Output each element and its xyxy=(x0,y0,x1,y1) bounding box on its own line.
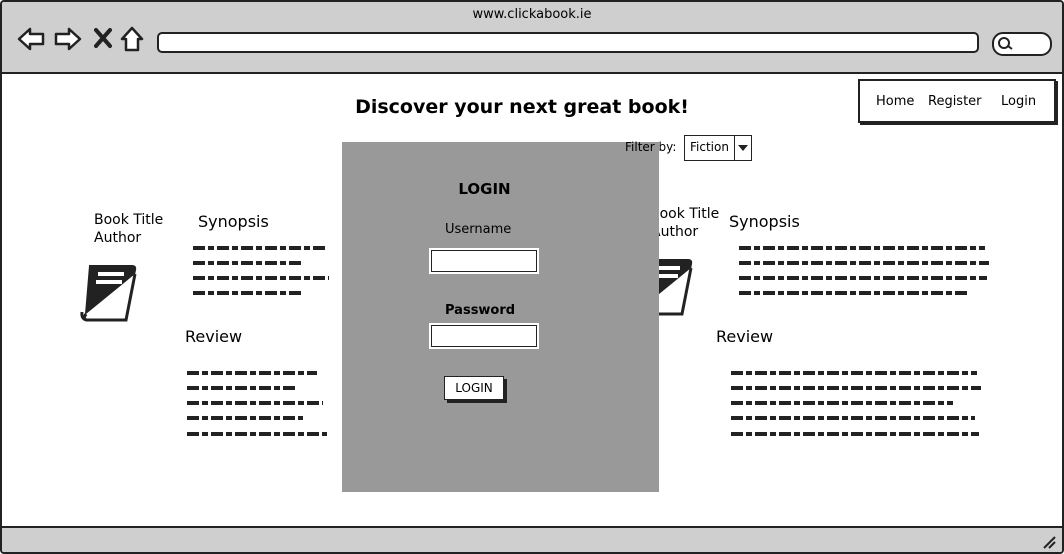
left-review-text xyxy=(187,371,327,436)
forward-arrow-icon[interactable] xyxy=(53,24,83,54)
nav-menu: Home Register Login xyxy=(858,79,1056,123)
search-box[interactable] xyxy=(992,32,1052,56)
right-book-author: Author xyxy=(651,224,699,240)
left-synopsis-text xyxy=(193,246,329,295)
nav-login-link[interactable]: Login xyxy=(1001,94,1037,109)
password-field[interactable] xyxy=(429,323,539,349)
login-panel: LOGIN Username Password LOGIN xyxy=(342,142,659,492)
page-title: Discover your next great book! xyxy=(355,96,689,118)
close-icon[interactable] xyxy=(90,24,120,54)
search-icon xyxy=(998,37,1013,50)
left-synopsis-label: Synopsis xyxy=(198,212,269,231)
username-field[interactable] xyxy=(429,248,539,274)
home-icon[interactable] xyxy=(118,24,148,54)
right-synopsis-text xyxy=(739,246,989,295)
password-label: Password xyxy=(445,303,516,318)
address-bar[interactable] xyxy=(157,32,979,53)
chevron-down-icon xyxy=(738,145,748,151)
login-button[interactable]: LOGIN xyxy=(444,376,504,400)
genre-filter-select[interactable]: Fiction xyxy=(684,135,752,161)
right-synopsis-label: Synopsis xyxy=(729,212,800,231)
back-arrow-icon[interactable] xyxy=(16,24,46,54)
username-label: Username xyxy=(445,222,512,237)
url-title: www.clickabook.ie xyxy=(472,7,592,22)
left-review-label: Review xyxy=(185,327,243,346)
right-review-text xyxy=(731,371,981,436)
nav-register-link[interactable]: Register xyxy=(928,94,982,109)
right-book-title: Book Title xyxy=(650,206,720,222)
nav-home-link[interactable]: Home xyxy=(876,94,915,109)
right-review-label: Review xyxy=(716,327,774,346)
browser-toolbar: www.clickabook.ie xyxy=(2,2,1062,74)
login-title: LOGIN xyxy=(458,180,511,198)
resize-grip-icon[interactable] xyxy=(1042,535,1056,549)
left-book-author: Author xyxy=(94,230,142,246)
genre-filter-value: Fiction xyxy=(690,140,729,154)
left-book-title: Book Title xyxy=(94,212,164,228)
dropdown-button[interactable] xyxy=(734,136,751,160)
book-icon xyxy=(80,265,137,322)
filter-label: Filter by: xyxy=(625,140,677,154)
status-bar xyxy=(2,526,1062,552)
